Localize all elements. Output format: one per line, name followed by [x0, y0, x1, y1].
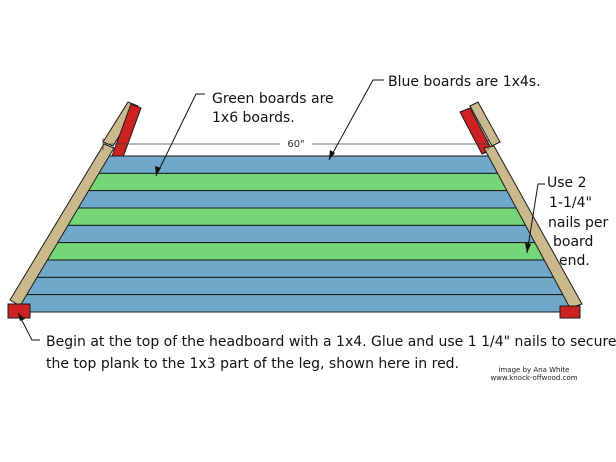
blue-boards-callout: Blue boards are 1x4s. [328, 74, 541, 161]
caption-pointer [17, 312, 40, 341]
credit-line-1: image by Ana White [499, 366, 570, 374]
nails-line-5: end. [559, 253, 590, 269]
green-board [44, 242, 549, 261]
dimension-label: 60" [287, 139, 304, 150]
nails-line-2: 1-1/4" [549, 195, 592, 211]
left-front-leg [7, 143, 115, 319]
green-label-line-2: 1x6 boards. [212, 110, 295, 126]
nails-line-1: Use 2 [547, 175, 587, 191]
right-front-leg [483, 145, 583, 319]
blue-board [34, 259, 558, 278]
blue-label: Blue boards are 1x4s. [388, 74, 541, 90]
width-dimension: 60" [102, 138, 489, 150]
green-boards-callout: Green boards are 1x6 boards. [155, 91, 334, 177]
green-label-line-1: Green boards are [212, 91, 334, 107]
blue-board [75, 190, 520, 209]
credit-line-2: www.knock-offwood.com [490, 374, 577, 382]
board-panel [13, 155, 577, 313]
caption-line-2: the top plank to the 1x3 part of the leg… [46, 356, 459, 372]
green-board [65, 207, 530, 226]
nails-line-3: nails per [548, 215, 608, 231]
blue-board [54, 224, 539, 244]
blue-board [23, 276, 568, 296]
nails-callout: Use 2 1-1/4" nails per board end. [525, 175, 608, 269]
blue-board [13, 294, 577, 313]
caption-line-1: Begin at the top of the headboard with a… [46, 334, 616, 350]
nails-line-4: board [553, 234, 593, 250]
green-board [86, 172, 510, 192]
